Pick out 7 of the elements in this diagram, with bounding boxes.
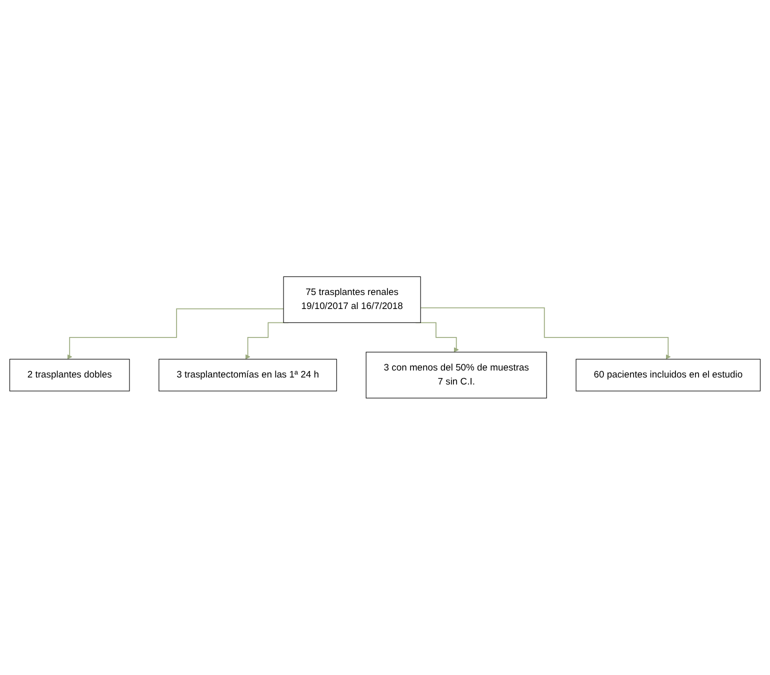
node-box: 3 trasplantectomías en las 1ª 24 h — [158, 359, 337, 392]
node-box: 75 trasplantes renales 19/10/2017 al 16/7/2018 — [283, 276, 421, 324]
node-box: 60 pacientes incluidos en el estudio — [576, 359, 761, 392]
node-box: 2 trasplantes dobles — [9, 359, 130, 392]
node-box: 3 con menos del 50% de muestras 7 sin C.I. — [366, 352, 547, 398]
arrow — [420, 308, 671, 360]
arrow — [67, 308, 284, 360]
